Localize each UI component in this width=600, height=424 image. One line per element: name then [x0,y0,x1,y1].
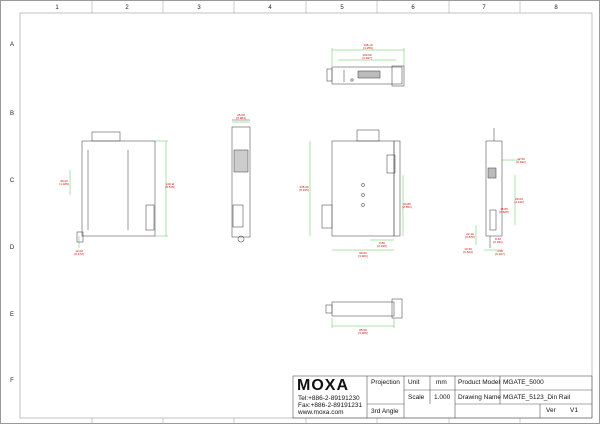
dimension-label: 25.00[0.984] [236,113,245,120]
dimension-label: 13.30[0.524] [463,247,472,254]
dimension-label: 135.00[5.315] [299,185,309,192]
grid-column-label: 3 [197,5,201,11]
dimension-label: 64.80[2.551] [402,202,411,209]
side-view [231,119,251,243]
top-view [326,65,405,87]
bottom-view [325,298,403,319]
right-view [485,128,503,248]
product-model-label: Product Model [458,379,500,386]
unit-label: Unit [408,379,420,386]
product-model-value: MGATE_5000 [503,379,544,386]
dimension-label: 99.60[3.921] [358,251,367,258]
unit-value: mm [436,379,447,386]
tel-text: Tel:+886-2-89191230 [298,395,360,402]
fax-text: Fax:+886-2-89191231 [298,402,363,409]
drawing-border [19,12,593,419]
moxa-logo: MOXA [297,377,349,394]
grid-column-label: 1 [55,5,59,11]
dimension-label: 30.20[1.189] [59,179,68,186]
grid-row-label: C [10,178,15,184]
dimension-label: 12.00[0.472] [74,249,83,256]
dimension-label: 12.50[0.492] [516,157,525,164]
left-view [76,131,156,243]
dimension-label: 4.00[0.157] [495,249,504,256]
web-text: www.moxa.com [298,409,344,416]
dimension-label: 140.11[5.516] [165,182,174,189]
grid-column-label: 4 [268,5,272,11]
grid-column-label: 2 [125,5,129,11]
front-view [321,129,401,237]
right-view-dimensions [475,159,520,251]
dimension-label: 8.80[0.346] [377,241,386,248]
projection-label: Projection [371,379,400,386]
drawing-name-value: MGATE_5123_Din Rail [503,394,571,401]
grid-column-label: 5 [340,5,344,11]
left-view-dimensions [69,140,168,248]
dimension-label: 29.00[1.142] [514,197,523,204]
dimension-label: 15.86[0.625] [499,207,508,214]
scale-value: 1.000 [434,394,451,401]
ver-label: Ver [546,407,556,414]
dimension-label: 85.50[3.366] [358,328,367,335]
front-view-dimensions [309,141,404,251]
drawing-name-label: Drawing Name [458,394,501,401]
dimension-label: 100.00[3.937] [362,53,372,60]
grid-row-label: B [10,111,14,117]
title-block [292,375,593,419]
dimension-label: 22.10[0.870] [465,232,474,239]
grid-row-label: E [10,312,14,318]
dimension-label: 108.10[4.256] [363,43,373,50]
projection-value: 3rd Angle [371,408,399,415]
top-view-dimensions [331,48,405,66]
scale-label: Scale [408,394,425,401]
grid-column-label: 7 [482,5,486,11]
grid-row-label: A [10,42,14,48]
grid-row-label: F [10,378,14,384]
dimension-label: 8.40[0.331] [493,237,502,244]
grid-row-label: D [10,245,15,251]
ver-value: V1 [570,407,578,414]
bottom-view-dimensions [331,318,395,328]
grid-column-label: 8 [554,5,558,11]
grid-column-label: 6 [411,5,415,11]
